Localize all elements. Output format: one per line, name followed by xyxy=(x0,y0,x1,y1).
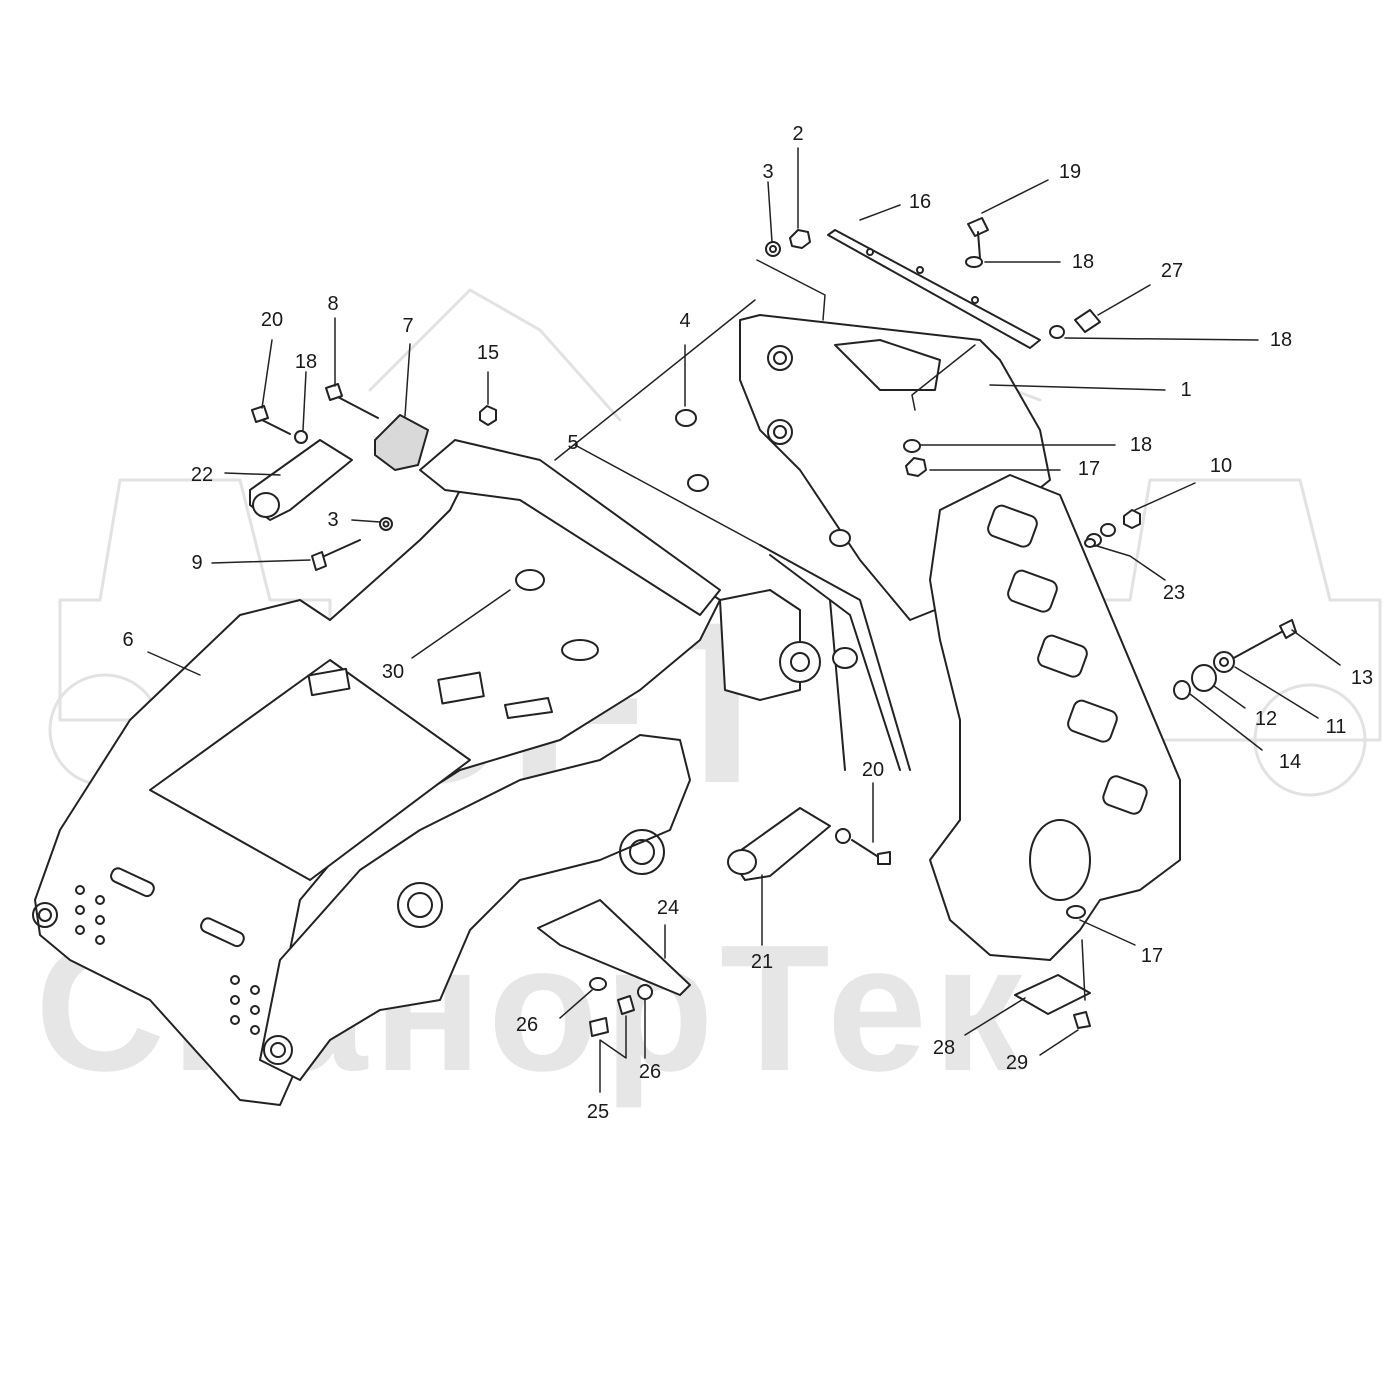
top-strip xyxy=(827,229,1041,349)
callout-5: 5 xyxy=(567,432,579,454)
callout-18: 18 xyxy=(1071,251,1095,273)
callout-3: 3 xyxy=(762,161,774,183)
cylinder-bracket xyxy=(719,589,821,701)
callout-11: 11 xyxy=(1325,716,1347,738)
floor-plate xyxy=(149,659,471,881)
bushings xyxy=(675,409,858,669)
callout-14: 14 xyxy=(1278,751,1302,773)
callout-27: 27 xyxy=(1160,260,1184,282)
callout-20: 20 xyxy=(861,759,885,781)
callout-6: 6 xyxy=(122,629,134,651)
callout-9: 9 xyxy=(191,552,203,574)
callout-12: 12 xyxy=(1254,708,1278,730)
tower-holes xyxy=(767,345,793,445)
callout-15: 15 xyxy=(476,342,500,364)
callout-26: 26 xyxy=(638,1061,662,1083)
callout-4: 4 xyxy=(679,310,691,332)
callout-16: 16 xyxy=(908,191,932,213)
callout-24: 24 xyxy=(656,897,680,919)
callout-17: 17 xyxy=(1077,458,1101,480)
callout-19: 19 xyxy=(1058,161,1082,183)
callout-22: 22 xyxy=(190,464,214,486)
callout-18: 18 xyxy=(294,351,318,373)
callout-1: 1 xyxy=(1180,379,1192,401)
callout-10: 10 xyxy=(1209,455,1233,477)
callout-29: 29 xyxy=(1005,1052,1029,1074)
side-arm xyxy=(929,474,1181,961)
callout-18: 18 xyxy=(1129,434,1153,456)
callout-25: 25 xyxy=(586,1101,610,1123)
frame-holes xyxy=(32,569,665,1065)
callout-23: 23 xyxy=(1162,582,1186,604)
upper-rail xyxy=(419,439,721,616)
callout-7: 7 xyxy=(402,315,414,337)
callout-17: 17 xyxy=(1140,945,1164,967)
main-frame xyxy=(34,439,721,1106)
callout-3: 3 xyxy=(327,509,339,531)
hardware xyxy=(249,217,1297,1037)
callout-26: 26 xyxy=(515,1014,539,1036)
long-bars xyxy=(759,544,911,771)
callout-30: 30 xyxy=(381,661,405,683)
right-side-member xyxy=(259,734,691,1081)
leader-lines xyxy=(147,147,1341,1093)
callout-13: 13 xyxy=(1350,667,1374,689)
callout-2: 2 xyxy=(792,123,804,145)
callout-8: 8 xyxy=(327,293,339,315)
callout-20: 20 xyxy=(260,309,284,331)
callout-28: 28 xyxy=(932,1037,956,1059)
callout-18: 18 xyxy=(1269,329,1293,351)
side-arm-slots xyxy=(987,504,1148,901)
callout-21: 21 xyxy=(750,951,774,973)
